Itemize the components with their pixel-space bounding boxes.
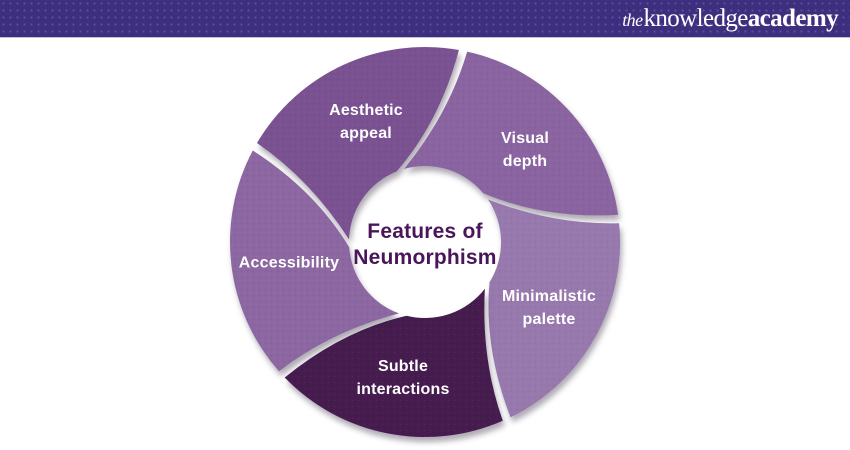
- segment-texture-minimalistic-palette: [488, 199, 621, 418]
- brand-logo: theknowledgeacademy: [622, 6, 838, 31]
- segment-label-subtle-interactions: Subtle interactions: [356, 357, 450, 398]
- logo-academy: academy: [747, 4, 839, 32]
- segment-label-minimalistic-palette: Minimalistic palette: [502, 287, 596, 328]
- segment-label-visual-depth: Visual depth: [500, 129, 550, 170]
- diagram-title: Features of Neumorphism: [330, 219, 520, 272]
- logo-knowledge: knowledge: [643, 4, 748, 32]
- header-bar: theknowledgeacademy: [0, 0, 850, 37]
- segment-texture-accessibility: [230, 150, 399, 372]
- segment-label-accessibility: Accessibility: [238, 254, 340, 272]
- diagram-title-line1: Features of: [367, 219, 483, 243]
- segment-label-aesthetic-appeal: Aesthetic appeal: [329, 101, 403, 142]
- logo-the: the: [622, 9, 643, 30]
- segment-texture-aesthetic-appeal: [257, 47, 459, 240]
- segment-texture-subtle-interactions: [284, 288, 503, 438]
- segment-texture-visual-depth: [404, 51, 619, 216]
- diagram-title-line2: Neumorphism: [353, 246, 497, 269]
